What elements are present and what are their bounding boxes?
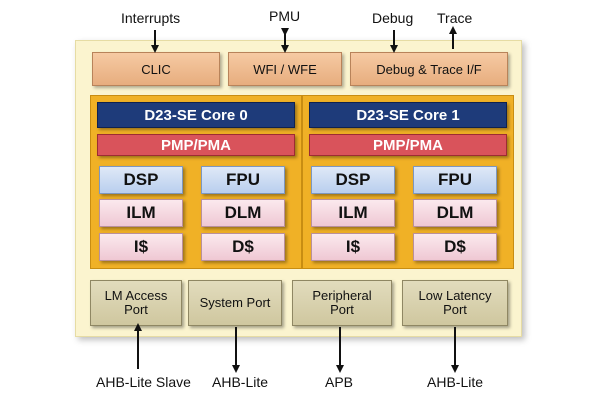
- core-0-pmp-pma: PMP/PMA: [97, 134, 295, 156]
- signal-ahb-lite-slave: AHB-Lite Slave: [96, 374, 191, 390]
- core-1-icache: I$: [311, 233, 395, 261]
- core-1: D23-SE Core 1 PMP/PMA DSP FPU ILM DLM I$…: [302, 95, 514, 269]
- core-1-dlm: DLM: [413, 199, 497, 227]
- debug-trace-block: Debug & Trace I/F: [350, 52, 508, 86]
- core-0-dlm: DLM: [201, 199, 285, 227]
- lm-access-port: LM Access Port: [90, 280, 182, 326]
- lm-access-port-label: LM Access Port: [104, 288, 168, 317]
- clic-block: CLIC: [92, 52, 220, 86]
- core-0: D23-SE Core 0 PMP/PMA DSP FPU ILM DLM I$…: [90, 95, 302, 269]
- signal-apb: APB: [325, 374, 354, 390]
- signal-ahb-lite-system: AHB-Lite: [212, 374, 269, 390]
- signal-trace: Trace: [437, 10, 473, 26]
- low-latency-port: Low Latency Port: [402, 280, 508, 326]
- core-0-ilm: ILM: [99, 199, 183, 227]
- core-1-dsp: DSP: [311, 166, 395, 194]
- signal-ahb-lite-low-latency: AHB-Lite: [427, 374, 484, 390]
- core-1-ilm: ILM: [311, 199, 395, 227]
- signal-interrupts: Interrupts: [121, 10, 181, 26]
- peripheral-port: Peripheral Port: [292, 280, 392, 326]
- debug-trace-label: Debug & Trace I/F: [376, 61, 482, 77]
- low-latency-port-label: Low Latency Port: [418, 288, 492, 317]
- core-1-title: D23-SE Core 1: [309, 102, 507, 128]
- core-1-dcache: D$: [413, 233, 497, 261]
- core-0-fpu: FPU: [201, 166, 285, 194]
- signal-debug: Debug: [372, 10, 414, 26]
- core-0-dsp: DSP: [99, 166, 183, 194]
- system-port: System Port: [188, 280, 282, 326]
- core-0-icache: I$: [99, 233, 183, 261]
- core-0-title: D23-SE Core 0: [97, 102, 295, 128]
- clic-label: CLIC: [141, 61, 171, 77]
- core-1-fpu: FPU: [413, 166, 497, 194]
- system-port-label: System Port: [199, 295, 271, 310]
- peripheral-port-label: Peripheral Port: [312, 288, 372, 317]
- signal-pmu: PMU: [269, 8, 301, 24]
- core-1-pmp-pma: PMP/PMA: [309, 134, 507, 156]
- wfi-wfe-label: WFI / WFE: [253, 61, 317, 77]
- core-0-dcache: D$: [201, 233, 285, 261]
